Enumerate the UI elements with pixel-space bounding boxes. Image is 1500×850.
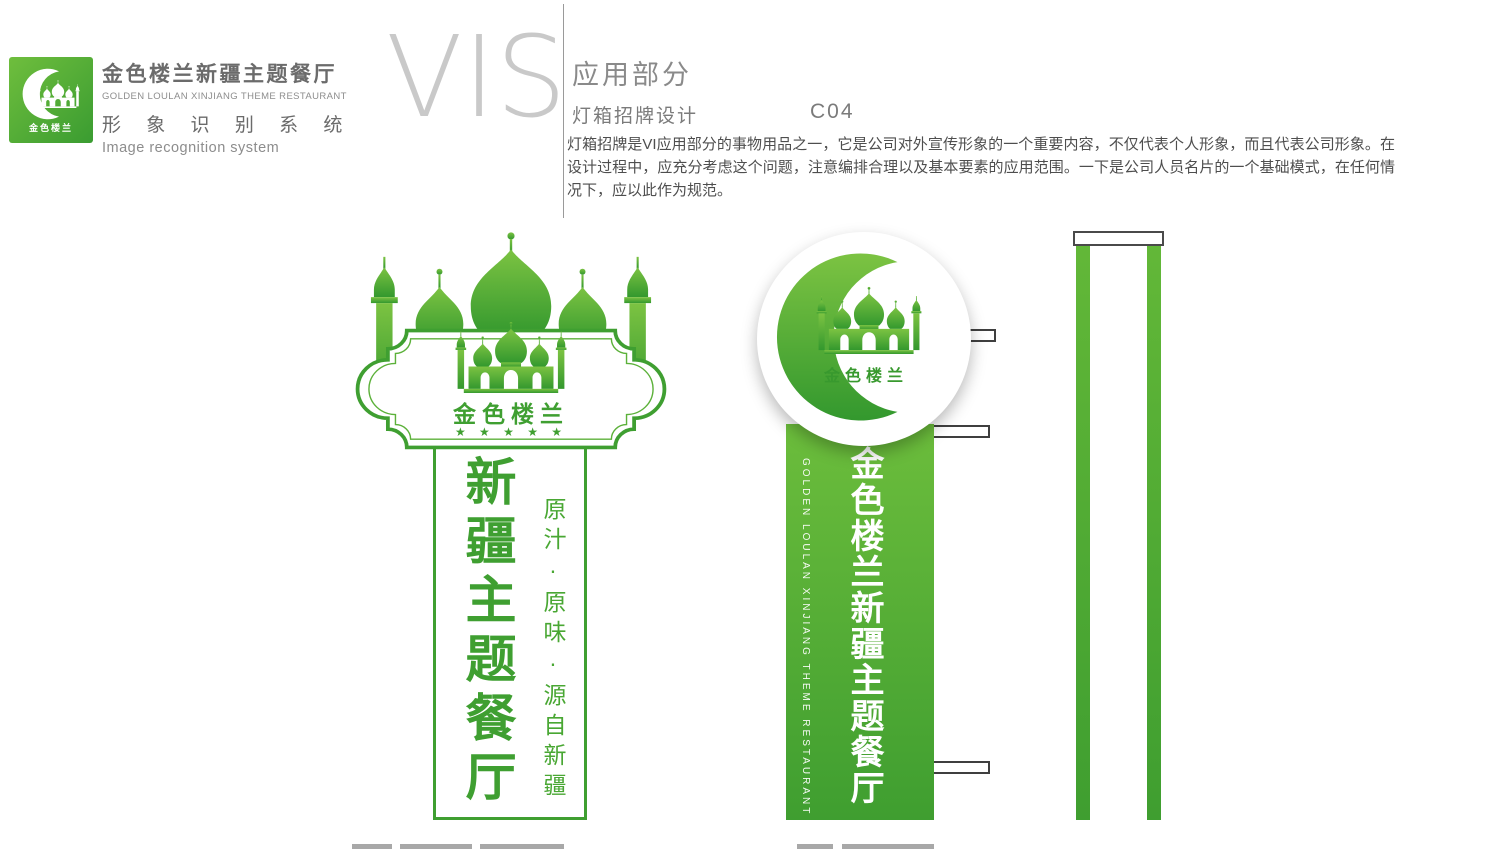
vertical-banner: GOLDEN LOULAN XINJIANG THEME RESTAURANT … [786, 424, 934, 820]
banner-text-cn: 金色楼兰新疆主题餐厅 [845, 446, 883, 806]
section-title: 应用部分 [572, 60, 692, 90]
cropped-caption-mark [352, 844, 392, 849]
header-divider [563, 4, 564, 218]
brand-logo: 金色楼兰 [9, 57, 93, 143]
mount-bracket [926, 761, 990, 774]
pole-edge [1147, 236, 1161, 820]
sign-banner: 新疆主题餐厅 原汁·原味·源自新疆 [433, 446, 587, 820]
circle-logo-board: 金色楼兰 [757, 232, 971, 446]
sign-pole-side-view [1073, 231, 1164, 820]
section-description: 灯箱招牌是VI应用部分的事物用品之一，它是公司对外宣传形象的一个重要内容，不仅代… [567, 136, 1395, 199]
brand-name-en: GOLDEN LOULAN XINJIANG THEME RESTAURANT [102, 91, 347, 102]
star-rating-icons: ★ ★ ★ ★ ★ [454, 425, 568, 439]
banner-tagline: 原汁·原味·源自新疆 [540, 497, 566, 803]
banner-main-text: 新疆主题餐厅 [458, 455, 515, 809]
circle-wordmark: 金色楼兰 [823, 368, 908, 385]
cropped-caption-mark [842, 844, 934, 849]
mosque-icon [813, 286, 925, 354]
cropped-caption-mark [797, 844, 833, 849]
system-title-cn: 形 象 识 别 系 统 [102, 115, 353, 136]
section-code: C04 [810, 100, 855, 123]
pole-cap [1073, 231, 1164, 246]
pole-edge [1076, 236, 1090, 820]
cropped-caption-mark [400, 844, 472, 849]
brand-name-cn: 金色楼兰新疆主题餐厅 [102, 63, 337, 86]
system-title-en: Image recognition system [102, 140, 280, 156]
cropped-caption-mark [480, 844, 564, 849]
mosque-icon [452, 321, 570, 393]
brand-text-block: 金色楼兰新疆主题餐厅 GOLDEN LOULAN XINJIANG THEME … [102, 58, 352, 156]
plaque-wordmark: 金色楼兰 [453, 401, 569, 427]
section-subtitle: 灯箱招牌设计 [572, 106, 699, 127]
vis-mark: VIS [386, 13, 567, 143]
banner-text-en: GOLDEN LOULAN XINJIANG THEME RESTAURANT [800, 458, 811, 817]
mosque-icon [35, 80, 81, 108]
logo-wordmark: 金色楼兰 [28, 123, 73, 133]
